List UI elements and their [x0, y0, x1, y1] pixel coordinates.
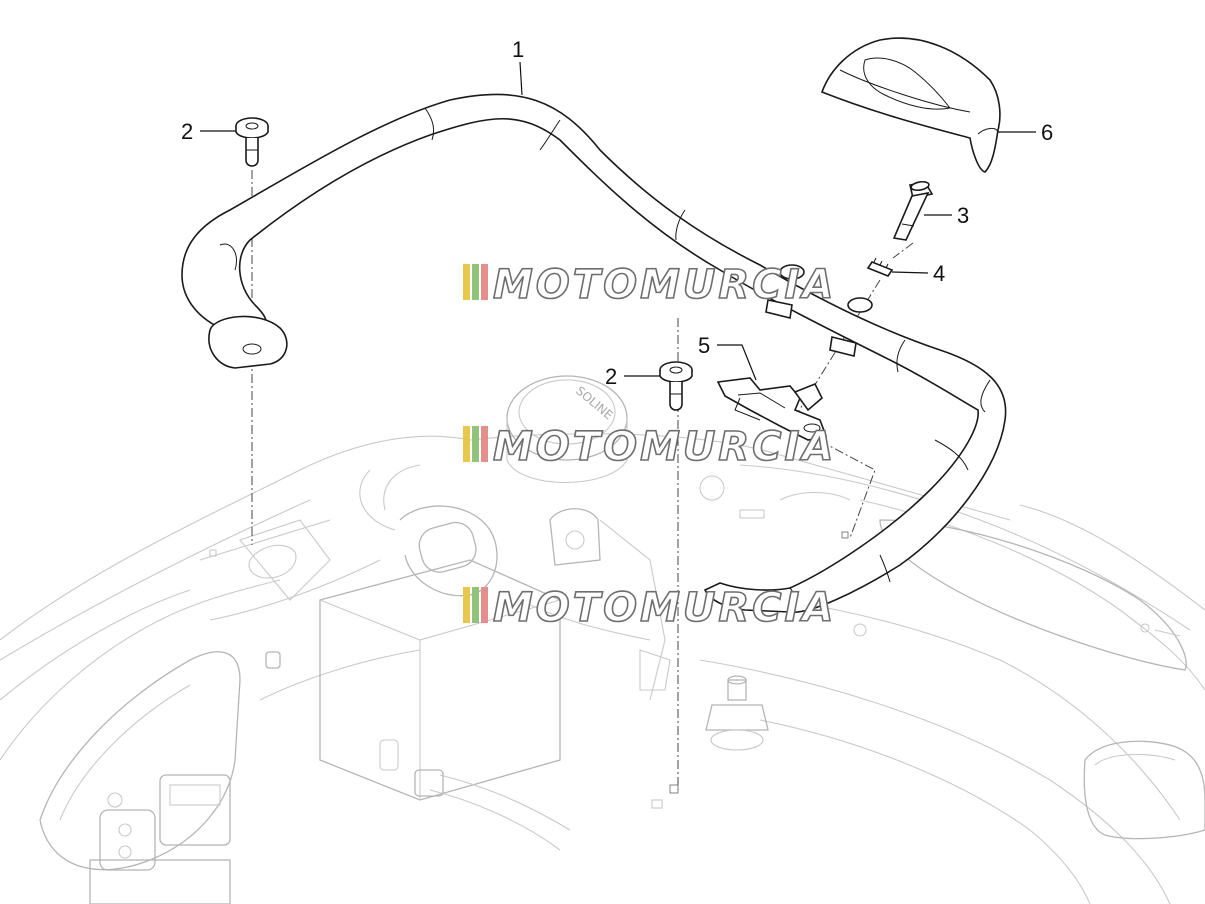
callout-leaders — [200, 61, 1036, 381]
watermark-stripe — [463, 264, 470, 300]
callout-5: 5 — [698, 333, 710, 358]
callout-3: 3 — [957, 203, 969, 228]
watermark-stripe — [481, 587, 488, 623]
screw-center — [659, 361, 693, 411]
screw-left — [235, 117, 269, 167]
bolt-post — [705, 675, 769, 751]
watermark-text: MOTOMURCIA — [493, 585, 836, 631]
watermark-stripe — [481, 264, 488, 300]
callout-6: 6 — [1041, 120, 1053, 145]
callout-4: 4 — [933, 261, 945, 286]
watermark-stripe — [472, 426, 479, 462]
watermark-stripe — [463, 426, 470, 462]
watermark-stripe — [481, 426, 488, 462]
watermark-stripe — [463, 587, 470, 623]
watermark-stripe — [472, 264, 479, 300]
callout-1: 1 — [512, 37, 524, 62]
callout-2-left: 2 — [181, 119, 193, 144]
watermark-top: MOTOMURCIA — [463, 261, 836, 309]
callout-numbers: 1 2 2 3 4 5 6 — [181, 37, 1053, 389]
spring-washer — [866, 257, 894, 277]
rear-grab-handle — [181, 93, 1007, 613]
watermark-middle: MOTOMURCIA — [463, 423, 836, 471]
watermark-text: MOTOMURCIA — [493, 424, 836, 470]
watermark-text: MOTOMURCIA — [493, 262, 836, 308]
electrical-connectors — [89, 774, 231, 904]
watermark-stripe — [472, 587, 479, 623]
fuel-cap-label: SOLINE — [573, 384, 616, 423]
handle-cover — [820, 37, 1001, 173]
callout-2-center: 2 — [605, 364, 617, 389]
mounting-bracket — [716, 377, 828, 441]
watermark-bottom: MOTOMURCIA — [463, 584, 836, 632]
allen-bolt — [892, 180, 934, 241]
